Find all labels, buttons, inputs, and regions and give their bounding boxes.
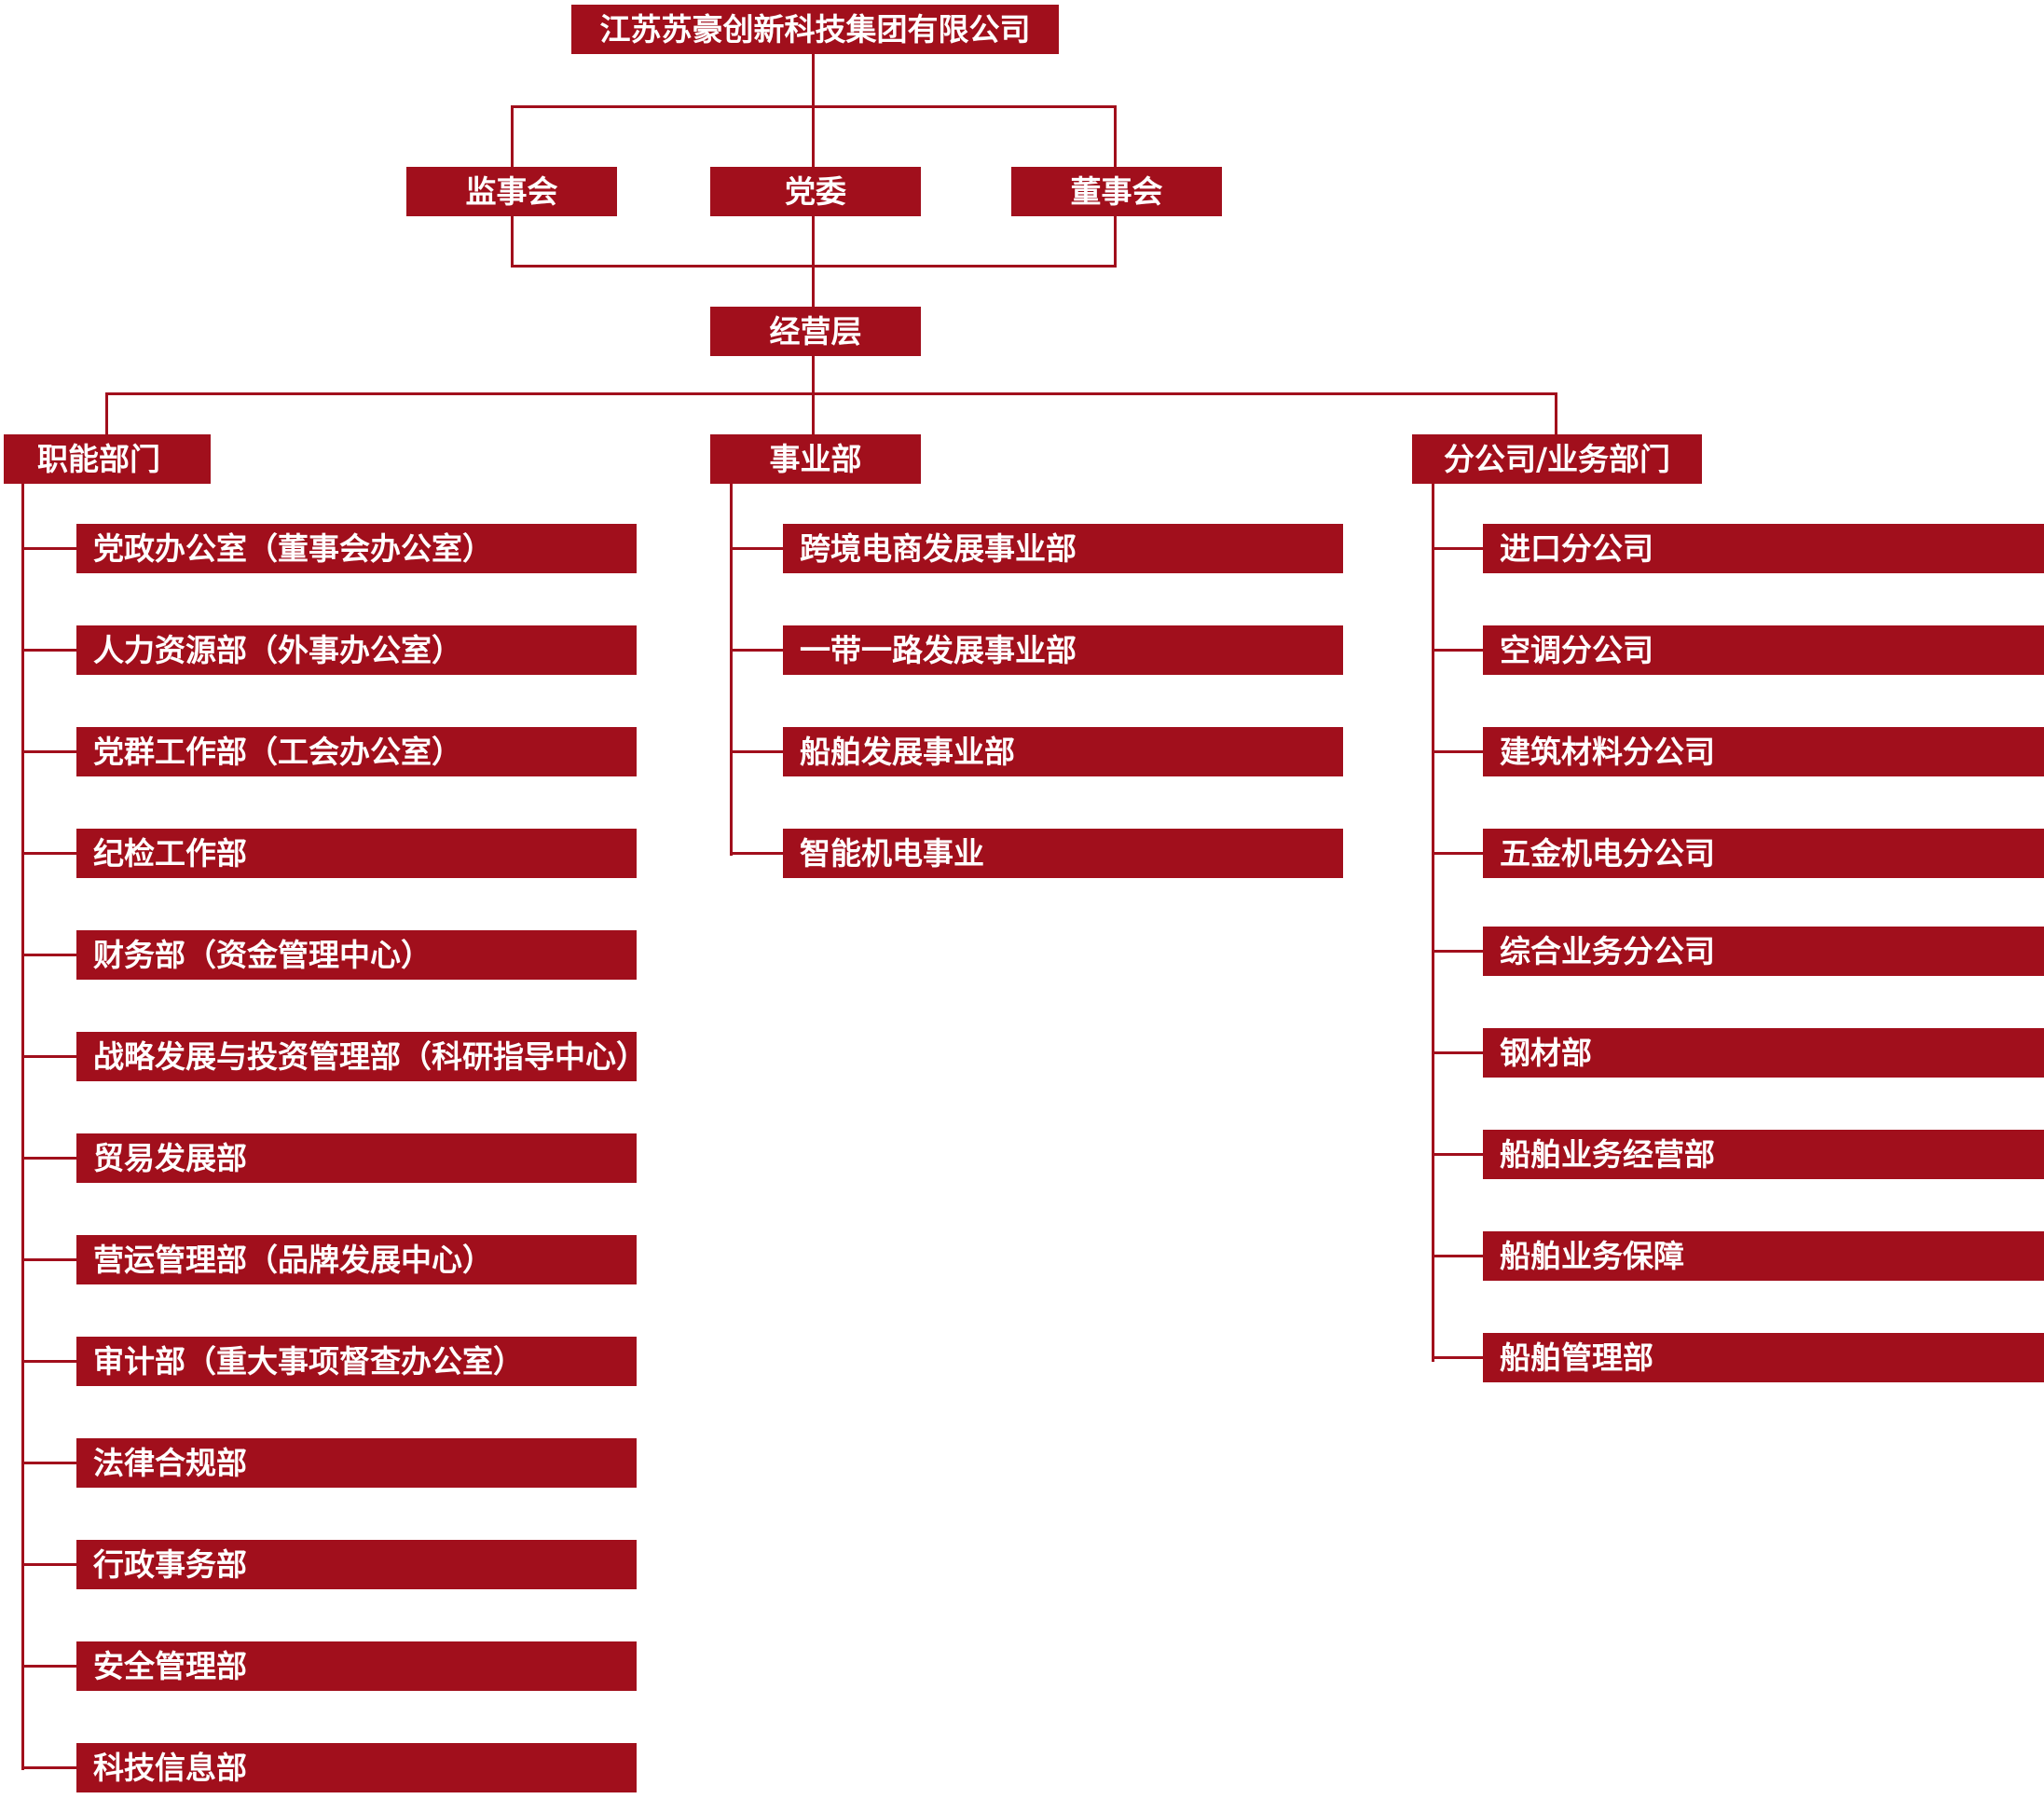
- functional-item: 财务部（资金管理中心）: [76, 930, 637, 980]
- connector-governance-bottom: [511, 265, 1117, 268]
- branch-item: 船舶管理部: [1483, 1333, 2044, 1382]
- functional-item-connector: [21, 1258, 76, 1261]
- connector-col1-spine: [21, 484, 24, 1770]
- functional-item-connector: [21, 1665, 76, 1668]
- branch-item-connector: [1432, 1255, 1483, 1257]
- connector-col1-drop: [105, 392, 108, 436]
- connector-mgmt-down: [812, 356, 815, 436]
- business-item-connector: [730, 852, 783, 855]
- functional-item: 党群工作部（工会办公室）: [76, 727, 637, 776]
- branches-header: 分公司/业务部门: [1412, 434, 1702, 484]
- functional-item: 审计部（重大事项督查办公室）: [76, 1337, 637, 1386]
- functional-item-connector: [21, 1055, 76, 1058]
- business-item-connector: [730, 547, 783, 550]
- functional-item-connector: [21, 1462, 76, 1464]
- branch-item: 船舶业务经营部: [1483, 1130, 2044, 1179]
- branch-item-connector: [1432, 1051, 1483, 1054]
- branch-item-connector: [1432, 547, 1483, 550]
- functional-item-connector: [21, 1157, 76, 1160]
- branch-item-connector: [1432, 1153, 1483, 1156]
- branch-item-connector: [1432, 750, 1483, 753]
- business-item: 跨境电商发展事业部: [783, 524, 1343, 573]
- business-item-connector: [730, 750, 783, 753]
- functional-item: 贸易发展部: [76, 1133, 637, 1183]
- functional-item-connector: [21, 1360, 76, 1363]
- business-item: 船舶发展事业部: [783, 727, 1343, 776]
- functional-item: 法律合规部: [76, 1438, 637, 1488]
- branch-item-connector: [1432, 1356, 1483, 1359]
- branch-item: 建筑材料分公司: [1483, 727, 2044, 776]
- branch-item: 船舶业务保障: [1483, 1231, 2044, 1281]
- functional-item: 人力资源部（外事办公室）: [76, 625, 637, 675]
- functional-item: 安全管理部: [76, 1641, 637, 1691]
- company-title-box: 江苏苏豪创新科技集团有限公司: [571, 5, 1059, 54]
- branch-item-connector: [1432, 649, 1483, 652]
- branch-item: 空调分公司: [1483, 625, 2044, 675]
- connector-columns-horizontal: [105, 392, 1557, 395]
- board-of-directors-box: 董事会: [1011, 167, 1222, 216]
- business-item-connector: [730, 649, 783, 652]
- functional-item: 纪检工作部: [76, 829, 637, 878]
- functional-item-connector: [21, 547, 76, 550]
- branch-item: 进口分公司: [1483, 524, 2044, 573]
- functional-item-connector: [21, 750, 76, 753]
- business-item: 智能机电事业: [783, 829, 1343, 878]
- supervisory-board-box: 监事会: [406, 167, 617, 216]
- functional-item: 行政事务部: [76, 1540, 637, 1589]
- functional-item-connector: [21, 649, 76, 652]
- connector-governance-top: [511, 105, 1117, 108]
- functional-item-connector: [21, 1563, 76, 1566]
- management-box: 经营层: [710, 307, 921, 356]
- branch-item: 钢材部: [1483, 1028, 2044, 1078]
- business-item: 一带一路发展事业部: [783, 625, 1343, 675]
- party-committee-box: 党委: [710, 167, 921, 216]
- functional-item-connector: [21, 852, 76, 855]
- functional-item-connector: [21, 954, 76, 956]
- business-divisions-header: 事业部: [710, 434, 921, 484]
- connector-col3-drop: [1555, 392, 1557, 436]
- functional-item: 党政办公室（董事会办公室）: [76, 524, 637, 573]
- functional-item-connector: [21, 1766, 76, 1769]
- functional-item: 科技信息部: [76, 1743, 637, 1792]
- functional-departments-header: 职能部门: [4, 434, 211, 484]
- functional-item: 营运管理部（品牌发展中心）: [76, 1235, 637, 1284]
- connector-col2-spine: [730, 484, 733, 856]
- functional-item: 战略发展与投资管理部（科研指导中心）: [76, 1032, 637, 1081]
- branch-item-connector: [1432, 950, 1483, 953]
- connector-col3-spine: [1432, 484, 1434, 1362]
- branch-item: 五金机电分公司: [1483, 829, 2044, 878]
- branch-item: 综合业务分公司: [1483, 927, 2044, 976]
- branch-item-connector: [1432, 852, 1483, 855]
